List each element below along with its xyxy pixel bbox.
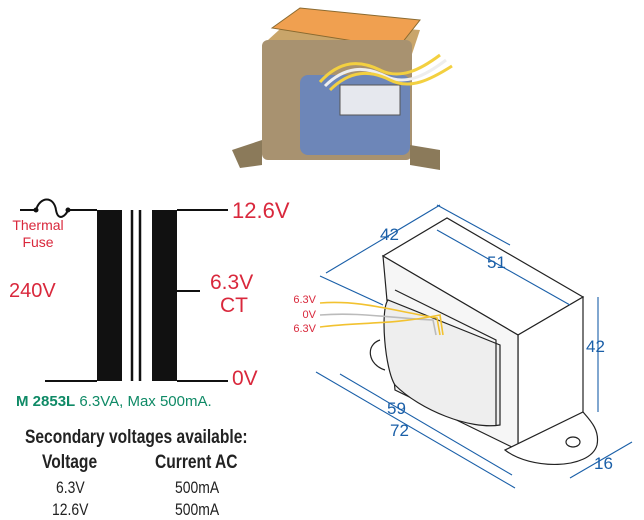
dimension-drawing: 42 51 42 59 72 16 6.3V 0V 6.3V [293, 204, 633, 489]
tap-center-label: 6.3V [210, 271, 254, 294]
dim-length-top: 51 [487, 253, 506, 272]
thermal-fuse-label: Thermal Fuse [8, 217, 68, 251]
table-heading: Secondary voltages available: [25, 427, 248, 448]
tap-bottom-label: 0V [232, 367, 258, 390]
fuse-label-line2: Fuse [22, 234, 54, 250]
model-line: M 2853L 6.3VA, Max 500mA. [16, 393, 212, 410]
dim-depth: 42 [380, 225, 399, 244]
schematic [20, 198, 228, 382]
table-cell: 12.6V [52, 500, 89, 519]
wire-label-1: 6.3V [293, 294, 316, 306]
dim-foot-width: 16 [594, 454, 613, 473]
fuse-label-line1: Thermal [12, 217, 64, 233]
column-header-voltage: Voltage [42, 452, 98, 473]
photo-drawing [232, 7, 453, 170]
tap-center-ct-label: CT [220, 294, 248, 317]
model-spec: 6.3VA, Max 500mA. [79, 393, 212, 410]
dim-overall-length: 72 [390, 421, 409, 440]
dim-mount-spacing: 59 [387, 399, 406, 418]
wire-label-3: 6.3V [293, 323, 316, 335]
primary-voltage-label: 240V [9, 280, 56, 302]
tap-top-label: 12.6V [232, 198, 290, 223]
model-code: M 2853L [16, 393, 76, 410]
wire-label-2: 0V [303, 309, 317, 321]
column-header-current: Current AC [155, 452, 238, 473]
table-cell: 500mA [175, 500, 220, 519]
dimension-labels: 42 51 42 59 72 16 [380, 225, 613, 473]
dim-height: 42 [586, 337, 605, 356]
table-cell: 6.3V [56, 478, 85, 497]
table-cell: 500mA [175, 478, 220, 497]
